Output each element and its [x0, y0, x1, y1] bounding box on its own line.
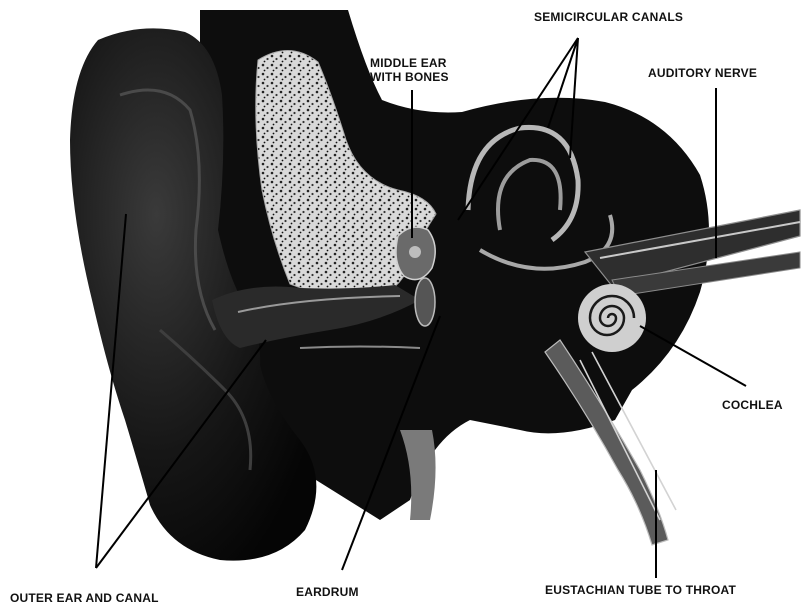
label-semicircular-canals: SEMICIRCULAR CANALS: [534, 10, 683, 24]
label-outer-ear: OUTER EAR AND CANAL: [10, 591, 159, 605]
label-cochlea: COCHLEA: [722, 398, 783, 412]
label-middle-ear-line-2: WITH BONES: [370, 70, 449, 84]
eardrum-membrane: [415, 278, 435, 326]
label-middle-ear: MIDDLE EAR WITH BONES: [370, 56, 449, 84]
label-auditory-nerve: AUDITORY NERVE: [648, 66, 757, 80]
cochlea-body: [578, 284, 646, 352]
label-eardrum: EARDRUM: [296, 585, 359, 599]
label-middle-ear-line-1: MIDDLE EAR: [370, 56, 449, 70]
ossicle: [409, 246, 421, 258]
label-eustachian-tube: EUSTACHIAN TUBE TO THROAT: [545, 583, 736, 597]
